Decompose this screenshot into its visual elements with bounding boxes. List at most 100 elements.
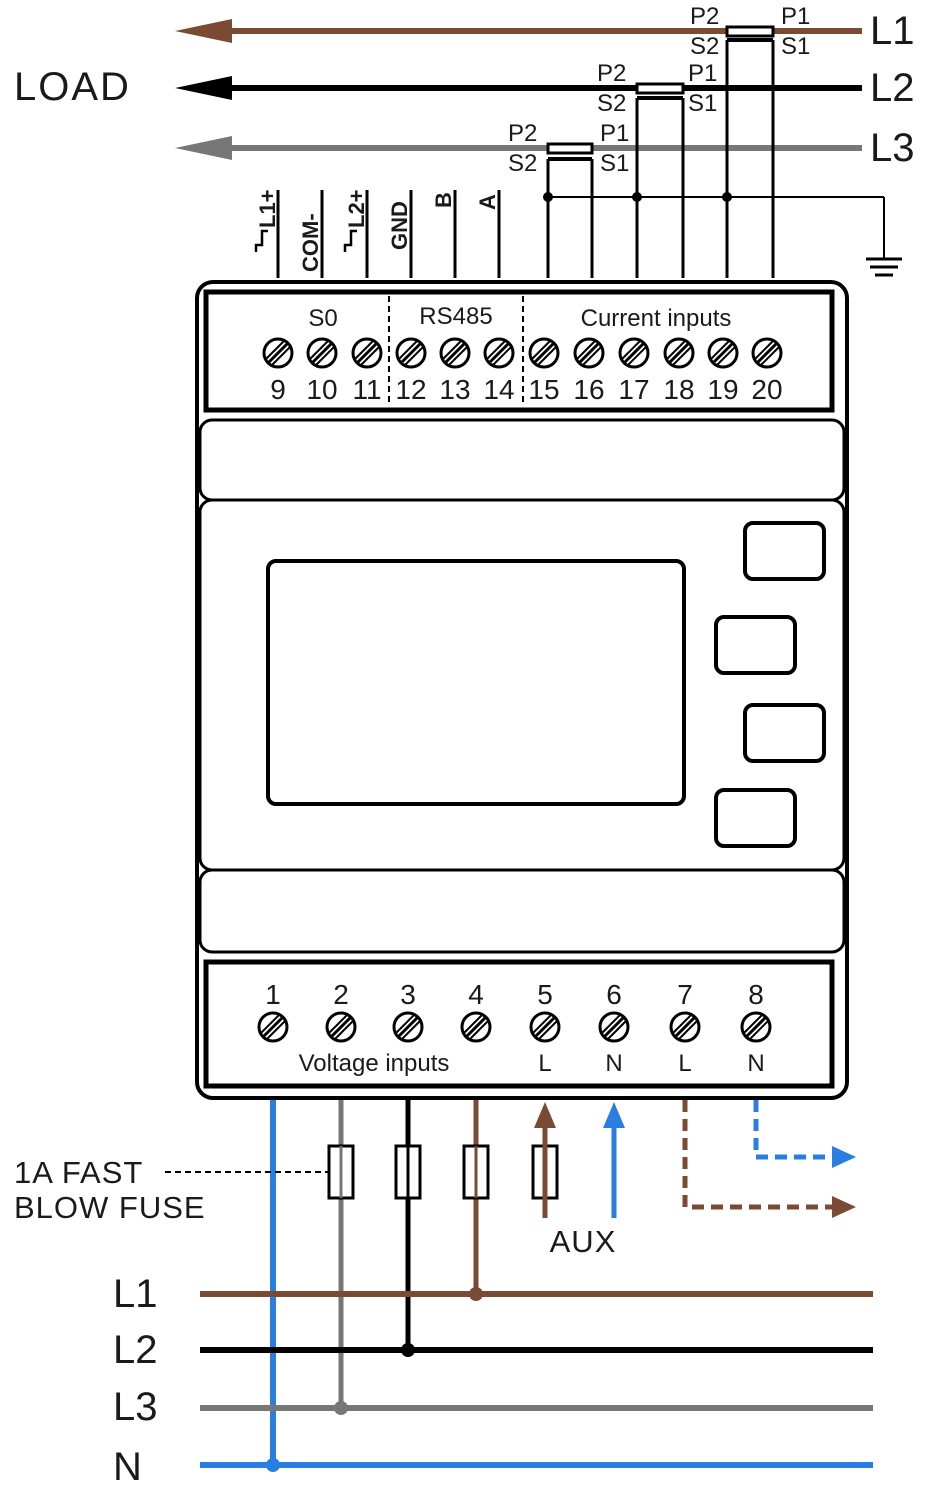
screw-icon	[395, 337, 427, 369]
terminal-label-gnd: GND	[387, 201, 412, 250]
terminal-number: 7	[677, 979, 693, 1010]
ground-icon	[866, 257, 902, 277]
terminal-number: 15	[528, 374, 559, 405]
ct-l2	[635, 82, 685, 278]
screw-icon	[663, 337, 695, 369]
screw-icon	[740, 1011, 772, 1043]
terminal-number: 11	[352, 374, 381, 405]
top-screws	[262, 337, 783, 369]
terminal-number: 3	[400, 979, 416, 1010]
front-button-2[interactable]	[714, 615, 797, 675]
terminal-label-b: B	[431, 192, 456, 208]
top-line-l2: L2	[175, 66, 915, 110]
terminal-number: 6	[606, 979, 622, 1010]
terminal-label-l2plus: L2+	[344, 189, 369, 228]
terminal-number: 17	[618, 374, 649, 405]
screw-icon	[325, 1011, 357, 1043]
fuse-label-line2: BLOW FUSE	[14, 1190, 206, 1225]
ct-l3	[546, 142, 594, 278]
section-s0: S0	[308, 305, 337, 332]
terminal-number: 2	[333, 979, 349, 1010]
screw-icon	[257, 1011, 289, 1043]
screw-icon	[306, 337, 338, 369]
screw-icon	[707, 337, 739, 369]
ct-l3-p1: P1	[600, 120, 629, 147]
ct-l2-p1: P1	[688, 60, 717, 87]
ct-l3-s2: S2	[508, 150, 537, 177]
aux-l-arrow	[534, 1102, 556, 1218]
screw-icon	[351, 337, 383, 369]
load-label: LOAD	[14, 65, 131, 109]
aux-out-l	[682, 1100, 856, 1218]
ct-l1	[725, 25, 775, 278]
screw-icon	[460, 1011, 492, 1043]
terminal-number: 13	[439, 374, 470, 405]
terminal-number: 5	[537, 979, 553, 1010]
supply-line-l1: L1	[113, 1272, 873, 1316]
screw-icon	[598, 1011, 630, 1043]
aux-label: AUX	[550, 1224, 617, 1259]
ct-l1-s1: S1	[781, 33, 810, 60]
terminal-number: 12	[395, 374, 426, 405]
screw-icon	[483, 337, 515, 369]
pulse-icon-2	[343, 229, 357, 252]
front-button-3[interactable]	[743, 703, 826, 763]
front-button-4[interactable]	[714, 788, 797, 848]
aux-terminal-label: L	[538, 1050, 551, 1077]
terminal-number: 4	[468, 979, 484, 1010]
supply-line-l2-label: L2	[113, 1328, 158, 1372]
supply-line-l2: L2	[113, 1328, 873, 1372]
aux-out-n	[753, 1100, 856, 1168]
screw-icon	[573, 337, 605, 369]
terminal-number: 19	[707, 374, 738, 405]
terminal-number: 10	[306, 374, 337, 405]
supply-line-l1-label: L1	[113, 1272, 158, 1316]
terminal-number: 9	[270, 374, 286, 405]
top-terminal-wires	[276, 190, 501, 278]
lcd-display	[266, 559, 686, 806]
screw-icon	[528, 337, 560, 369]
ct-l1-p2: P2	[690, 3, 719, 30]
screw-icon	[392, 1011, 424, 1043]
terminal-number: 8	[748, 979, 764, 1010]
bottom-screws	[257, 1011, 772, 1043]
section-current-inputs: Current inputs	[581, 305, 732, 332]
section-rs485: RS485	[419, 303, 492, 330]
screw-icon	[439, 337, 471, 369]
supply-line-l3: L3	[113, 1385, 873, 1429]
aux-terminal-label: N	[605, 1050, 622, 1077]
top-line-l2-label: L2	[870, 66, 915, 110]
supply-line-n-label: N	[113, 1445, 142, 1489]
voltage-inputs-label: Voltage inputs	[299, 1050, 450, 1077]
front-button-1[interactable]	[743, 521, 826, 581]
top-line-l1-label: L1	[870, 9, 915, 53]
ct-l2-s2: S2	[597, 90, 626, 117]
ct-l2-p2: P2	[597, 60, 626, 87]
terminal-number: 18	[663, 374, 694, 405]
ct-l2-s1: S1	[688, 90, 717, 117]
terminal-label-a: A	[475, 194, 500, 210]
ct-l3-s1: S1	[600, 150, 629, 177]
top-line-l3-label: L3	[870, 126, 915, 170]
fuse-label-line1: 1A FAST	[14, 1155, 143, 1190]
aux-n-arrow	[603, 1102, 625, 1218]
supply-line-n: N	[113, 1445, 873, 1489]
terminal-number: 14	[483, 374, 514, 405]
terminal-number: 1	[265, 979, 281, 1010]
ct-l1-p1: P1	[781, 3, 810, 30]
screw-icon	[529, 1011, 561, 1043]
terminal-label-com: COM-	[298, 213, 323, 272]
aux-terminal-label: N	[747, 1050, 764, 1077]
ground-bus	[543, 192, 885, 258]
aux-terminal-label: L	[678, 1050, 691, 1077]
supply-line-l3-label: L3	[113, 1385, 158, 1429]
ct-l3-p2: P2	[508, 120, 537, 147]
screw-icon	[262, 337, 294, 369]
terminal-number: 16	[573, 374, 604, 405]
screw-icon	[618, 337, 650, 369]
terminal-number: 20	[751, 374, 782, 405]
terminal-label-l1plus: L1+	[255, 189, 280, 228]
ct-l1-s2: S2	[690, 33, 719, 60]
top-line-l3: L3	[175, 126, 915, 170]
